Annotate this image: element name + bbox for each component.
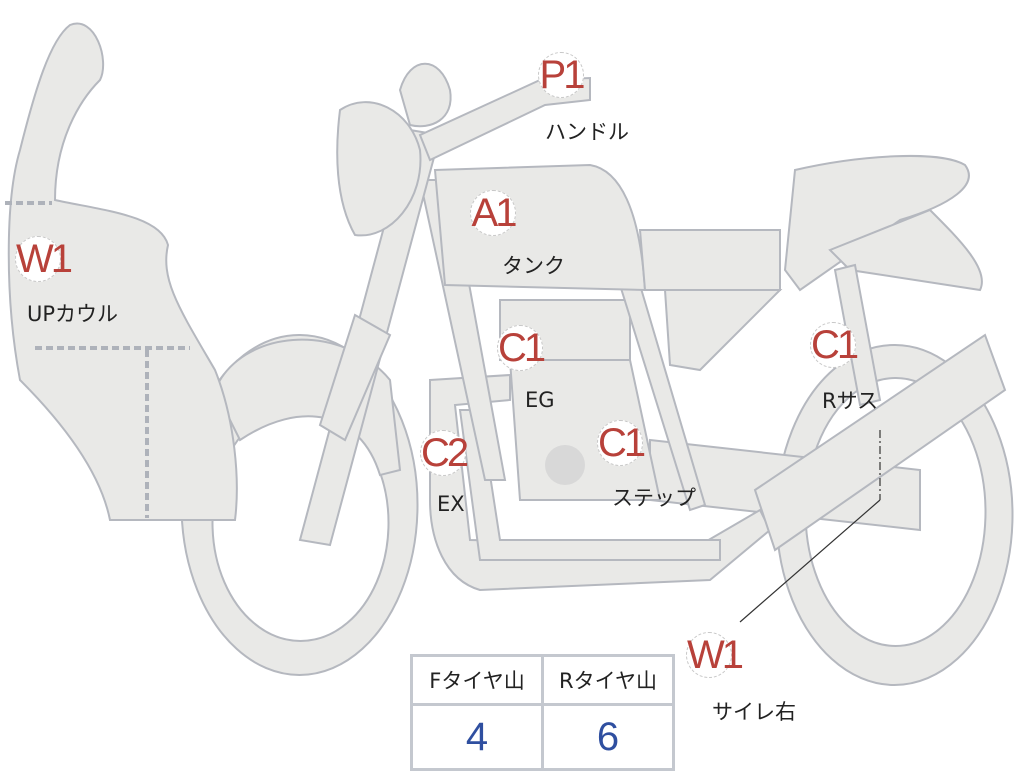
- part-code-badge: C1: [810, 322, 859, 368]
- part-code-badge: C1: [597, 420, 646, 466]
- part-label: EX: [437, 492, 465, 516]
- rear-tire-header: Rタイヤ山: [541, 654, 675, 706]
- rear-tire-value: 6: [541, 703, 675, 771]
- part-label: ハンドル: [545, 120, 629, 144]
- front-tire-header: Fタイヤ山: [410, 654, 544, 706]
- headlight: [336, 101, 422, 237]
- front-tire-value: 4: [410, 703, 544, 771]
- part-label: EG: [525, 388, 555, 412]
- part-code-badge: W1: [686, 632, 744, 678]
- rear-wheel: [775, 344, 1014, 686]
- part-code-badge: W1: [15, 236, 73, 282]
- part-code-badge: A1: [470, 190, 517, 236]
- part-label: タンク: [502, 254, 565, 278]
- part-code-badge: C2: [420, 430, 469, 476]
- tire-tread-table: Fタイヤ山 Rタイヤ山 4 6: [410, 654, 675, 771]
- part-code-badge: C1: [497, 325, 546, 371]
- part-label: ステップ: [612, 486, 696, 510]
- part-code-badge: P1: [538, 52, 585, 98]
- part-label: Rサス: [822, 389, 879, 413]
- part-label: サイレ右: [712, 700, 796, 724]
- part-label: UPカウル: [27, 302, 119, 326]
